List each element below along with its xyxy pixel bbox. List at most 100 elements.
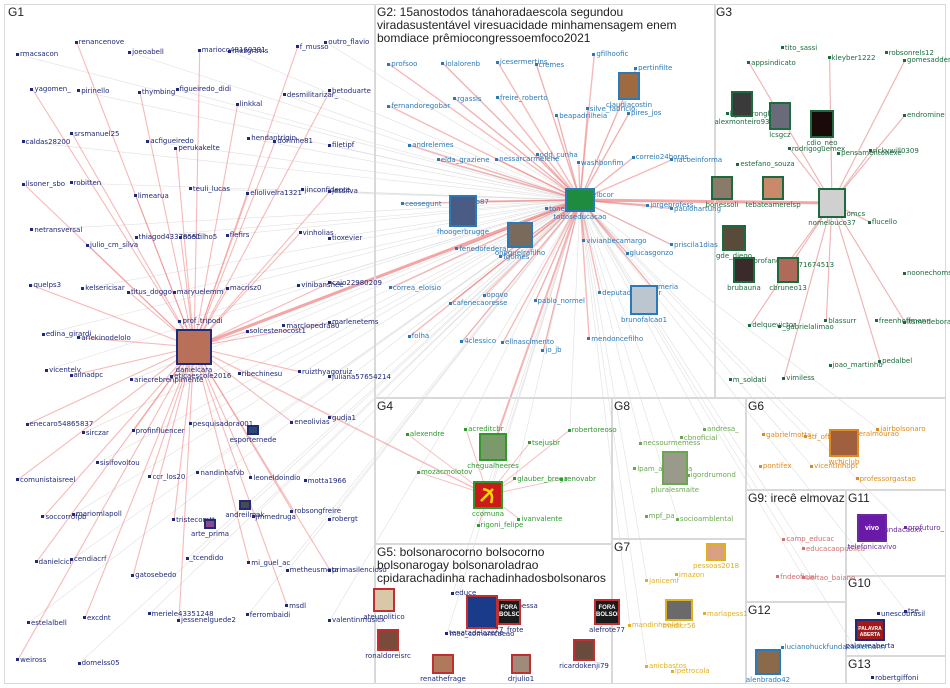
node-g3[interactable]: m_soldati [728,376,766,384]
node-g1[interactable]: profinfluencer [131,427,185,435]
node-g2[interactable]: profsoo [387,60,417,68]
node-g2[interactable]: jcesermertins [495,58,547,66]
node-g7[interactable]: marlapess1 [703,610,748,618]
node-g6[interactable]: vicentinhopt [810,462,858,470]
avatar-alefrote77[interactable]: FORA BOLSONARO [594,599,620,625]
node-g1[interactable]: jessilva [328,187,358,195]
node-g1[interactable]: pirinello [77,87,109,95]
node-g1[interactable]: betoduarte [328,87,371,95]
node-g1[interactable]: thiagod43378551 [134,233,201,241]
node-g2[interactable]: fenedofederal [455,245,508,253]
avatar-ccomuna[interactable] [473,481,503,509]
avatar-arte_prima[interactable] [204,519,216,529]
node-g6[interactable]: gabrielmotta [762,431,811,439]
node-g2[interactable]: rgassis [453,95,482,103]
node-g1[interactable]: yagomen_ [30,85,71,93]
node-g1[interactable]: leoneldoindio [249,474,300,482]
node-g9[interactable]: sertao_baiano [802,574,855,582]
node-g3[interactable]: ltsmedeborah [903,318,950,326]
node-g1[interactable]: lisoner_sbo [21,180,65,188]
avatar-ricardokenji79[interactable] [573,639,595,661]
node-g1[interactable]: eticaescole2016 [170,372,231,380]
node-g8[interactable]: mpf_pa [644,512,675,520]
node-g4[interactable]: alexendre [405,430,444,438]
node-g1[interactable]: ruizthyagoruiz [298,368,352,376]
node-g4[interactable]: mozacmolotov [416,468,472,476]
node-g1[interactable]: excdnt [82,614,111,622]
node-g1[interactable]: figueiredo_didi [175,85,231,93]
node-g8[interactable]: cbnoficial [679,434,717,442]
node-g2[interactable]: beapadrilheia [555,112,607,120]
node-g1[interactable]: flefirs [225,231,249,239]
node-g1[interactable]: mezgravis [228,47,268,55]
node-g2[interactable]: ceosegunt [401,200,442,208]
node-g1[interactable]: vinibanshee [297,281,344,289]
node-g1[interactable]: enecaro54865837 [25,420,93,428]
node-g1[interactable]: hendantrigin [247,134,296,142]
node-g1[interactable]: teuli_lucas [188,185,230,193]
avatar-tebateamerelsp[interactable] [762,176,784,200]
avatar-chegualheeres[interactable] [479,433,507,461]
node-g1[interactable]: ccr_los20 [148,473,185,481]
node-g1[interactable]: jinconfidente [300,186,350,194]
node-g1[interactable]: desmilitarizar_ [282,91,338,99]
node-g7[interactable]: mandinhaeliei [627,621,681,629]
node-g1[interactable]: jmmedruga [251,513,296,521]
node-g1[interactable]: edina_girardi [41,330,91,338]
node-g1[interactable]: pesquisadora001 [188,420,253,428]
node-g2[interactable]: nessarcarmelene [495,155,559,163]
node-g1[interactable]: estelalbell [26,619,67,627]
node-g1[interactable]: prof_tripodi [178,317,223,325]
node-g1[interactable]: acfigueiredo [146,137,194,145]
node-g3[interactable]: tito_sassi [780,44,817,52]
node-g1[interactable]: thymbing [137,88,175,96]
node-g1[interactable]: marioco49160391 [197,46,266,54]
avatar-telefonicavivo[interactable]: vivo [857,514,887,542]
node-g3[interactable]: pedalbel [878,357,912,365]
node-g1[interactable]: f_musso [295,43,329,51]
node-g2[interactable]: opovo [482,291,508,299]
node-g4[interactable]: renovabr [560,475,596,483]
node-g2[interactable]: glucasgonzo [625,249,673,257]
node-g3[interactable]: endromine [903,111,945,119]
node-g2[interactable]: pertinfilte [634,64,672,72]
node-g1[interactable]: quelps3 [29,281,61,289]
node-g2[interactable]: vivianbecamargo [582,237,647,245]
node-g2[interactable]: elda_graziene [436,156,490,164]
node-g2[interactable]: jo_jb [541,346,562,354]
node-g8[interactable]: igordrumond [686,471,736,479]
node-g1[interactable]: cendiacrf [70,555,106,563]
avatar-mec_comunicacao[interactable] [466,595,498,629]
node-g1[interactable]: valentinmusicx [328,616,385,624]
node-g9[interactable]: fndeoficial [776,573,817,581]
node-g2[interactable]: lolalorenb [441,60,480,68]
node-g3[interactable]: gomesaddems [903,56,950,64]
node-g1[interactable]: _tcendido [185,554,223,562]
node-g1[interactable]: meriele43351248 [147,610,214,618]
node-g2[interactable]: fgomes [499,253,529,261]
node-g3[interactable]: estefano_souza [736,160,795,168]
node-g1[interactable]: gatosebedo [131,571,176,579]
avatar-alexmonteiro93[interactable] [731,91,753,117]
node-g1[interactable]: ailnadpc [69,371,103,379]
node-g2[interactable]: andrelemes [408,141,453,149]
avatar-nomelouco37[interactable] [818,188,846,218]
node-g1[interactable]: kelsericisar [81,284,125,292]
node-g1[interactable]: perukakelte [174,144,220,152]
node-g1[interactable]: srsmanuel25 [70,130,120,138]
node-g5[interactable]: educe [450,589,476,597]
node-g2[interactable]: fernandoregobar [387,102,450,110]
node-g1[interactable]: eneolivias [290,418,330,426]
node-g8[interactable]: necsourmemess [639,439,700,447]
node-g2[interactable]: cafenecaoresse [448,299,508,307]
avatar-lcsgcz[interactable] [769,102,791,130]
node-g3[interactable]: flucello [867,218,897,226]
node-g3[interactable]: robsonrels12 [884,49,934,57]
node-g1[interactable]: joeoabell [128,48,164,56]
avatar-todoseducacao[interactable] [565,188,595,212]
node-g1[interactable]: julio_cm_silva [86,241,138,249]
node-g1[interactable]: marlenetems [328,318,379,326]
node-g1[interactable]: marclopedra80 [282,322,340,330]
node-g1[interactable]: domelss05 [77,659,120,667]
avatar-tnedicr56[interactable] [665,599,693,621]
